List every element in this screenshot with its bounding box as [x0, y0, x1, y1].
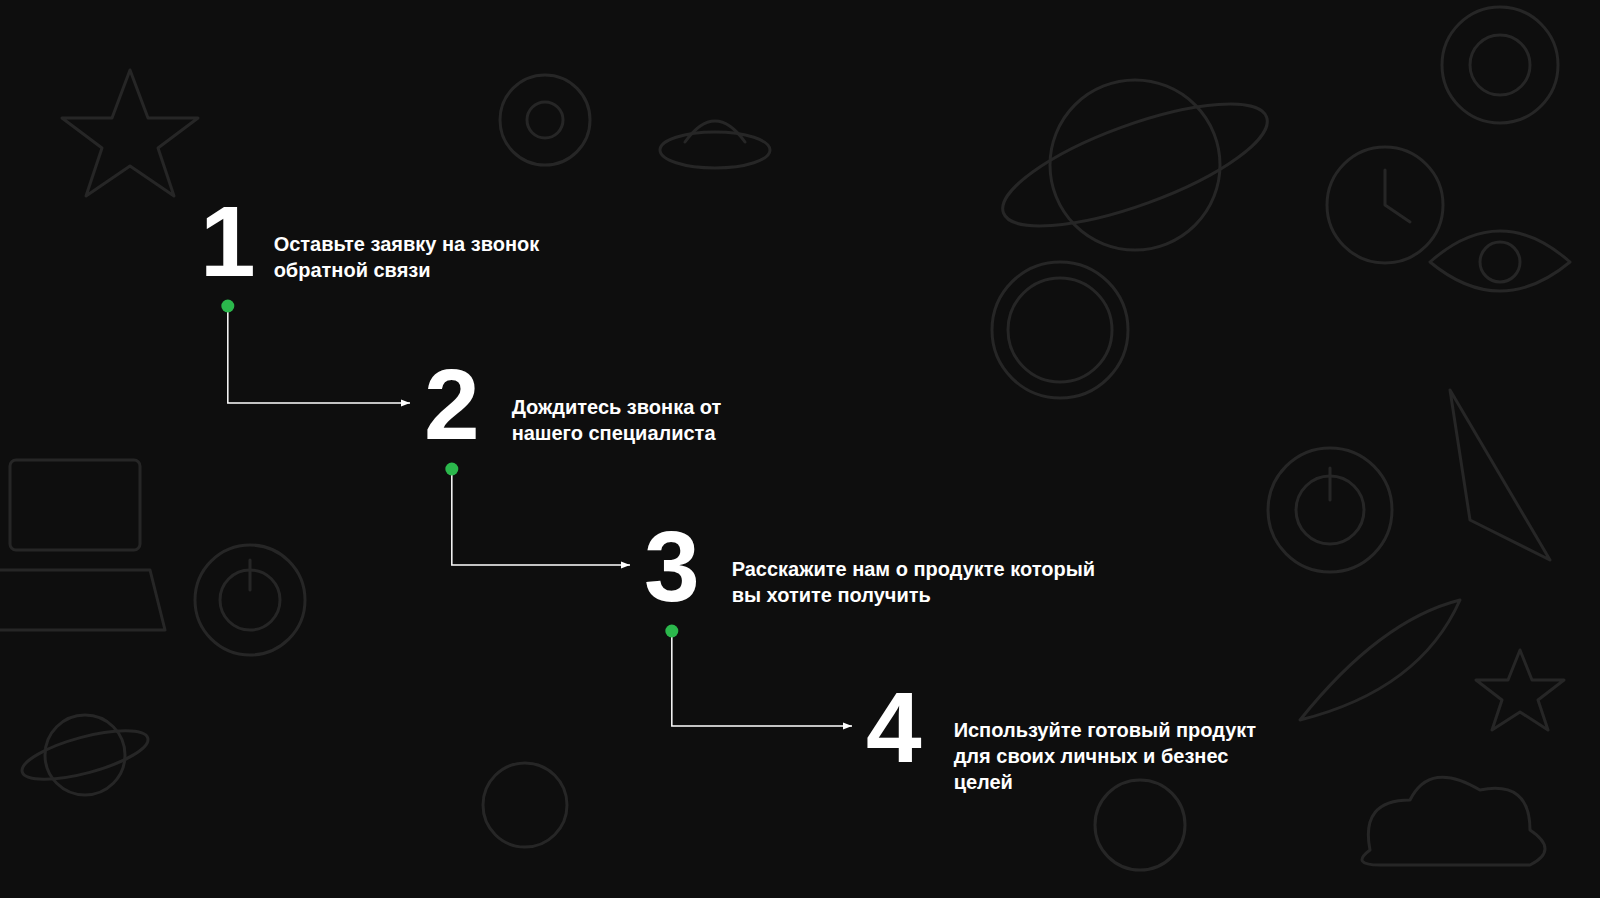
power-doodle: [195, 545, 305, 655]
connector-group: [445, 463, 630, 566]
connector-arrow: [228, 306, 410, 403]
step-item: 3 Расскажите нам о продукте который вы хо…: [630, 516, 1122, 631]
connector-group: [221, 300, 410, 404]
step-text: Оставьте заявку на звонок обратной связи: [274, 231, 574, 283]
connector-dot: [221, 300, 234, 313]
step-number: 3: [644, 516, 700, 616]
power-doodle: [1442, 7, 1558, 123]
planet-doodle: [990, 80, 1280, 251]
step-number: 2: [424, 354, 480, 454]
moon-doodle: [483, 763, 567, 847]
step-number: 4: [866, 677, 922, 777]
like-doodle: [992, 262, 1128, 398]
connector-dot: [665, 625, 678, 638]
ufo-doodle: [660, 121, 770, 168]
connector-dot: [445, 463, 458, 476]
star-doodle: [62, 70, 198, 196]
planet-doodle: [18, 715, 153, 795]
power-doodle: [1268, 448, 1392, 572]
connector-arrow: [672, 631, 852, 726]
step-item: 2 Дождитесь звонка от нашего специалиста: [410, 354, 752, 469]
clock-doodle: [1327, 147, 1443, 263]
feather-doodle: [1300, 600, 1460, 720]
step-text: Расскажите нам о продукте который вы хот…: [732, 556, 1122, 608]
step-text: Используйте готовый продукт для своих ли…: [954, 717, 1279, 795]
badge-doodle: [1095, 780, 1185, 870]
star-doodle: [1476, 650, 1564, 730]
paper-plane-doodle: [1450, 390, 1550, 560]
step-item: 4 Используйте готовый продукт для своих л…: [852, 677, 1279, 810]
cloud-doodle: [1362, 777, 1545, 865]
donut-doodle: [500, 75, 590, 165]
eye-doodle: [1430, 231, 1570, 291]
connector-group: [665, 625, 852, 727]
step-text: Дождитесь звонка от нашего специалиста: [512, 394, 752, 446]
connector-arrow: [452, 469, 630, 565]
laptop-doodle: [0, 460, 165, 630]
step-item: 1 Оставьте заявку на звонок обратной связ…: [186, 191, 574, 306]
step-number: 1: [200, 191, 256, 291]
